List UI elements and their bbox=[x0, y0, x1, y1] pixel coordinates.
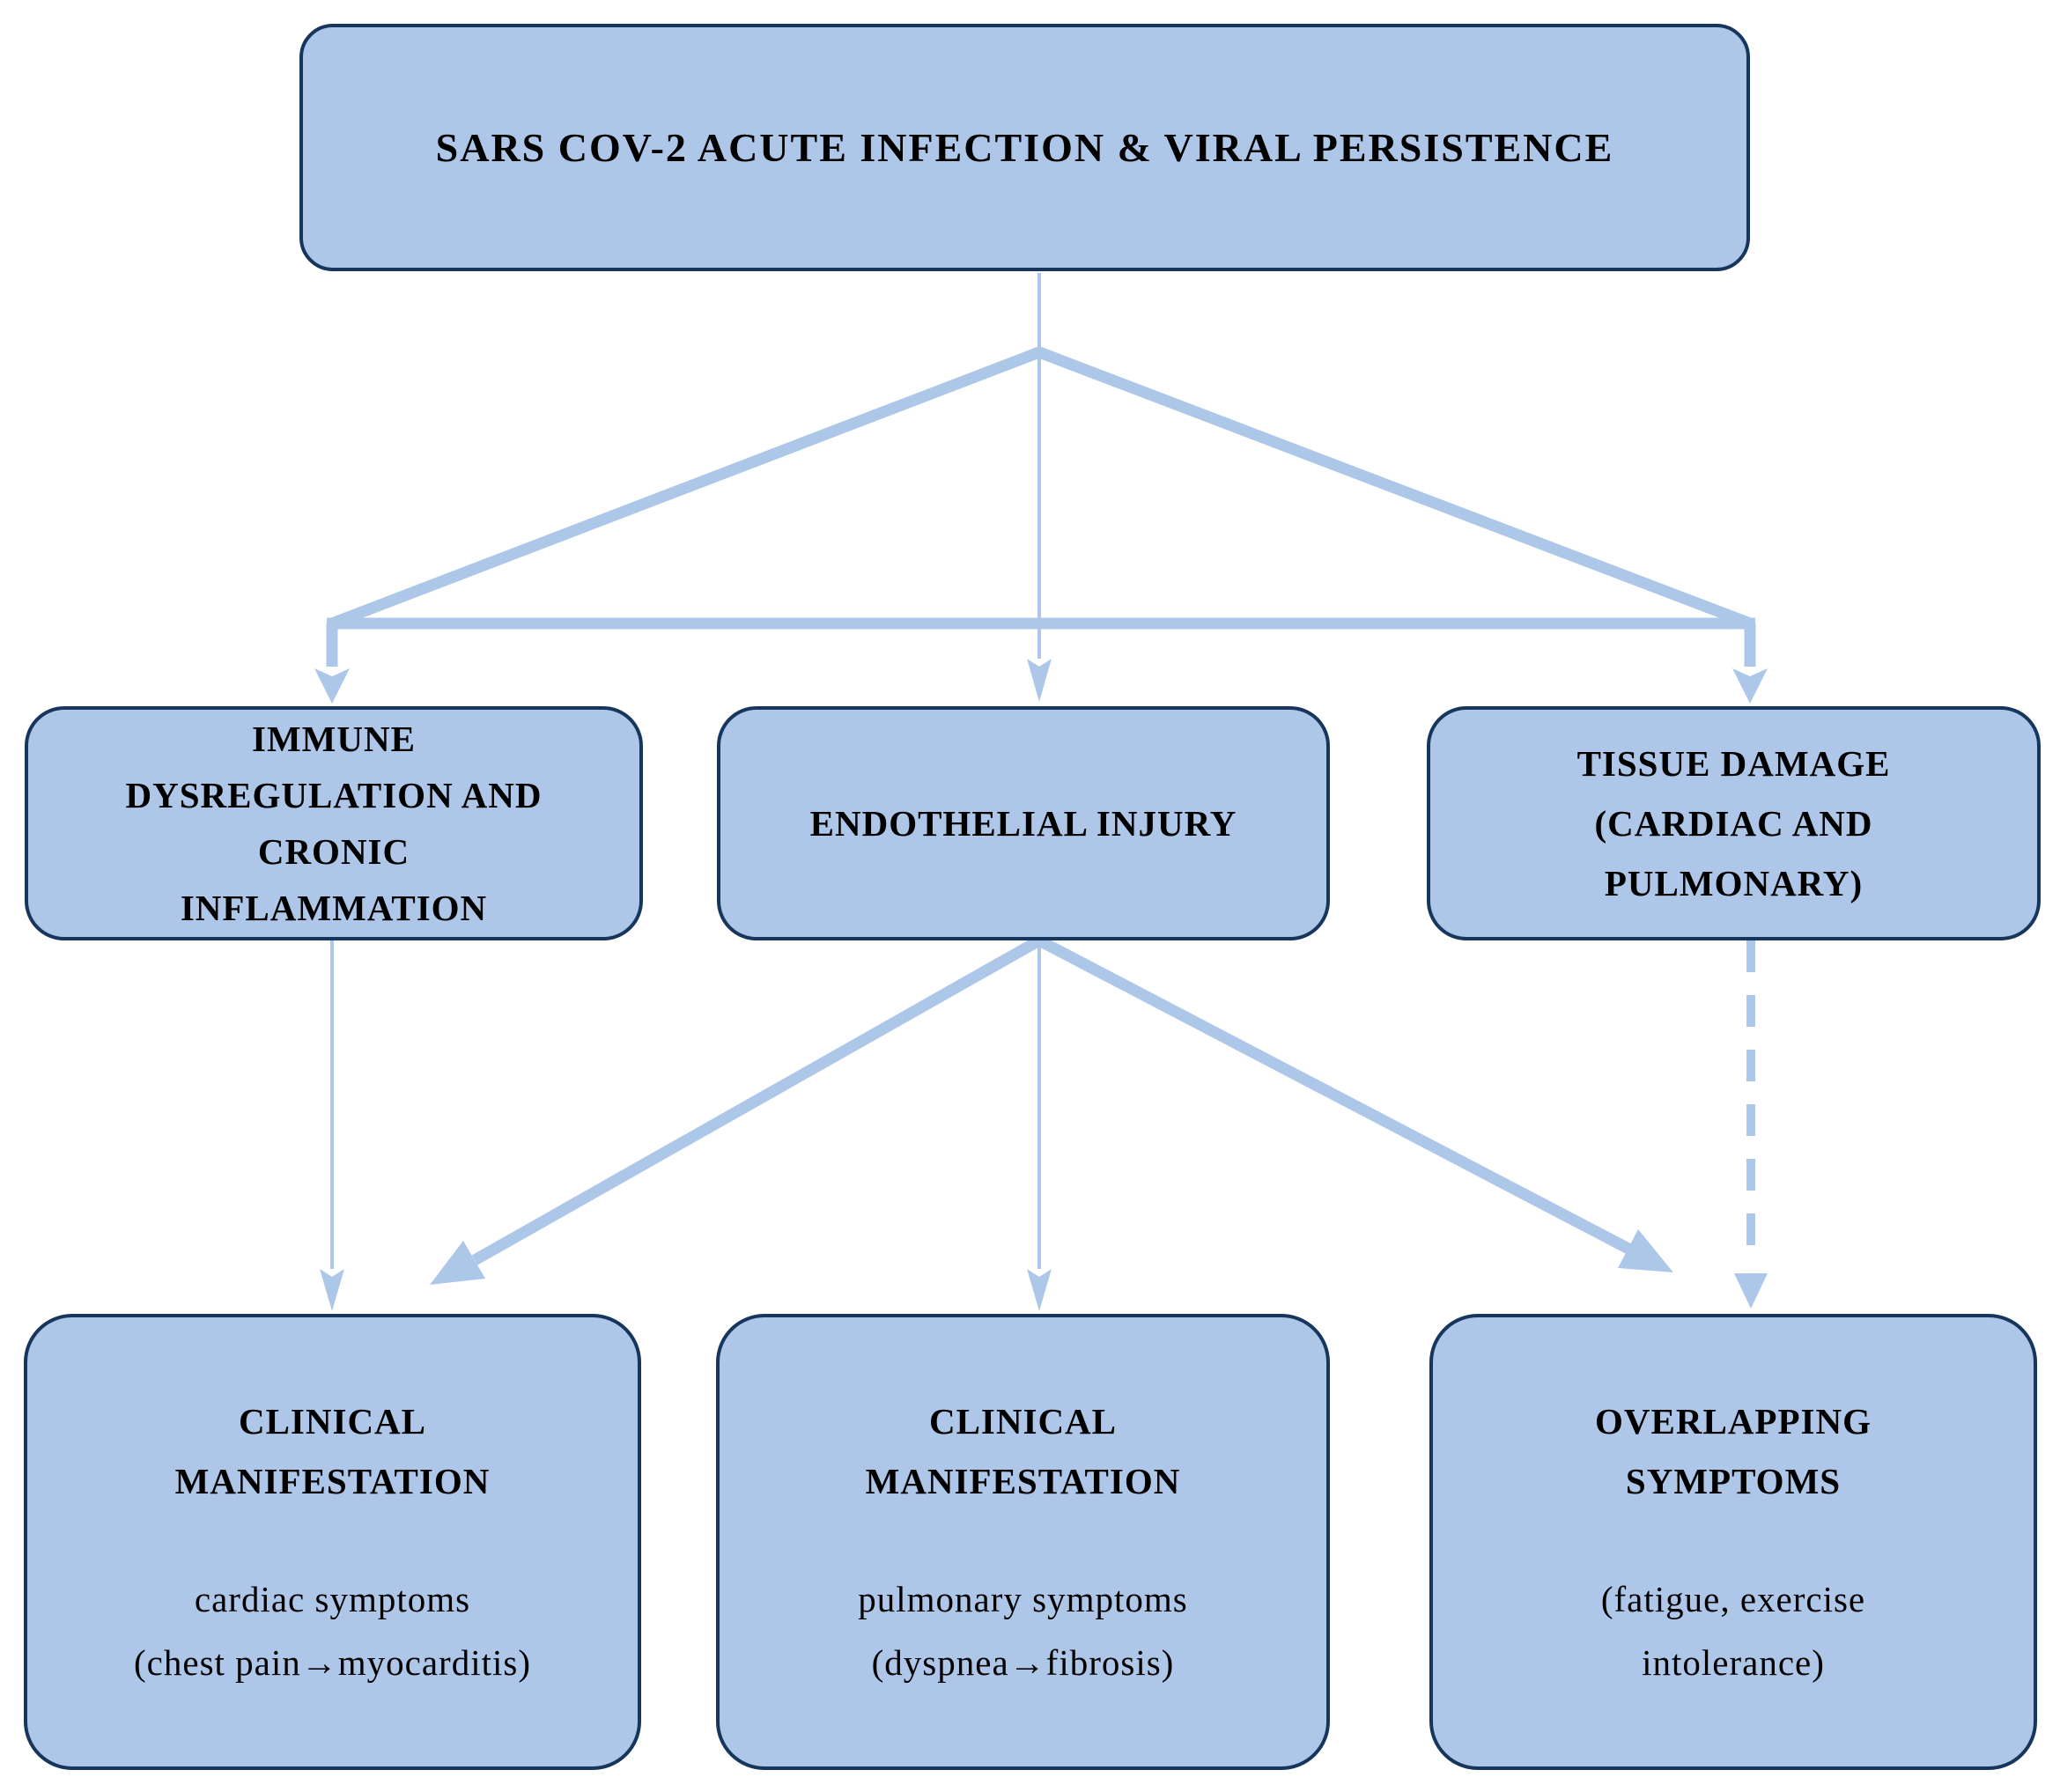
edge-source-fan bbox=[327, 346, 1755, 630]
node-heading-line: SYMPTOMS bbox=[1625, 1461, 1842, 1501]
edge-tissue-overlapping-arrow bbox=[1734, 940, 1768, 1309]
node-clinical-manifestation-pulmonary: CLINICAL MANIFESTATION pulmonary symptom… bbox=[716, 1314, 1330, 1770]
edge-source-endothelial-arrow bbox=[1027, 273, 1052, 702]
edge-endothelial-cardiac-arrow bbox=[430, 935, 1043, 1285]
node-text-line: PULMONARY) bbox=[1604, 863, 1864, 903]
node-endothelial-injury: ENDOTHELIAL INJURY bbox=[717, 706, 1330, 940]
edge-source-immune-arrow bbox=[314, 623, 350, 704]
node-text-line: IMMUNE bbox=[252, 719, 416, 759]
node-heading: CLINICAL MANIFESTATION bbox=[866, 1391, 1181, 1511]
node-body-line: (dyspnea→fibrosis) bbox=[871, 1642, 1175, 1683]
node-body: pulmonary symptoms (dyspnea→fibrosis) bbox=[858, 1567, 1187, 1694]
node-immune-dysregulation: IMMUNE DYSREGULATION AND CRONIC INFLAMMA… bbox=[25, 706, 643, 940]
node-body-line: cardiac symptoms bbox=[194, 1579, 471, 1619]
node-overlapping-symptoms: OVERLAPPING SYMPTOMS (fatigue, exercise … bbox=[1429, 1314, 2037, 1770]
node-body-line: pulmonary symptoms bbox=[858, 1579, 1188, 1619]
node-heading-line: CLINICAL bbox=[928, 1401, 1118, 1442]
node-heading-line: MANIFESTATION bbox=[174, 1461, 491, 1501]
node-text-line: DYSREGULATION AND bbox=[125, 775, 543, 815]
edge-source-tissue-arrow bbox=[1732, 623, 1768, 704]
node-title: SARS COV-2 ACUTE INFECTION & VIRAL PERSI… bbox=[435, 125, 1614, 170]
node-heading-line: OVERLAPPING bbox=[1595, 1401, 1872, 1442]
edge-endothelial-overlapping-arrow bbox=[1036, 935, 1673, 1272]
node-body: cardiac symptoms (chest pain→myocarditis… bbox=[134, 1567, 531, 1694]
edge-immune-cardiac-arrow bbox=[320, 940, 344, 1311]
node-heading: CLINICAL MANIFESTATION bbox=[175, 1391, 491, 1511]
node-text-line: ENDOTHELIAL INJURY bbox=[809, 803, 1237, 844]
node-body-line: (chest pain→myocarditis) bbox=[134, 1642, 531, 1683]
node-heading-line: MANIFESTATION bbox=[865, 1461, 1181, 1501]
node-text-line: (CARDIAC AND bbox=[1594, 803, 1873, 844]
node-text-line: CRONIC bbox=[257, 831, 410, 872]
node-heading: OVERLAPPING SYMPTOMS bbox=[1595, 1391, 1872, 1511]
node-heading-line: CLINICAL bbox=[238, 1401, 427, 1442]
node-body-line: intolerance) bbox=[1642, 1642, 1825, 1683]
node-tissue-damage: TISSUE DAMAGE (CARDIAC AND PULMONARY) bbox=[1427, 706, 2041, 940]
node-body: (fatigue, exercise intolerance) bbox=[1601, 1567, 1865, 1694]
node-text-line: INFLAMMATION bbox=[180, 888, 488, 928]
node-body-line: (fatigue, exercise bbox=[1600, 1579, 1866, 1619]
node-text-line: TISSUE DAMAGE bbox=[1576, 743, 1891, 784]
edge-endothelial-pulmonary-arrow bbox=[1027, 940, 1052, 1311]
node-clinical-manifestation-cardiac: CLINICAL MANIFESTATION cardiac symptoms … bbox=[24, 1314, 641, 1770]
node-sars-cov2-infection: SARS COV-2 ACUTE INFECTION & VIRAL PERSI… bbox=[299, 24, 1750, 271]
